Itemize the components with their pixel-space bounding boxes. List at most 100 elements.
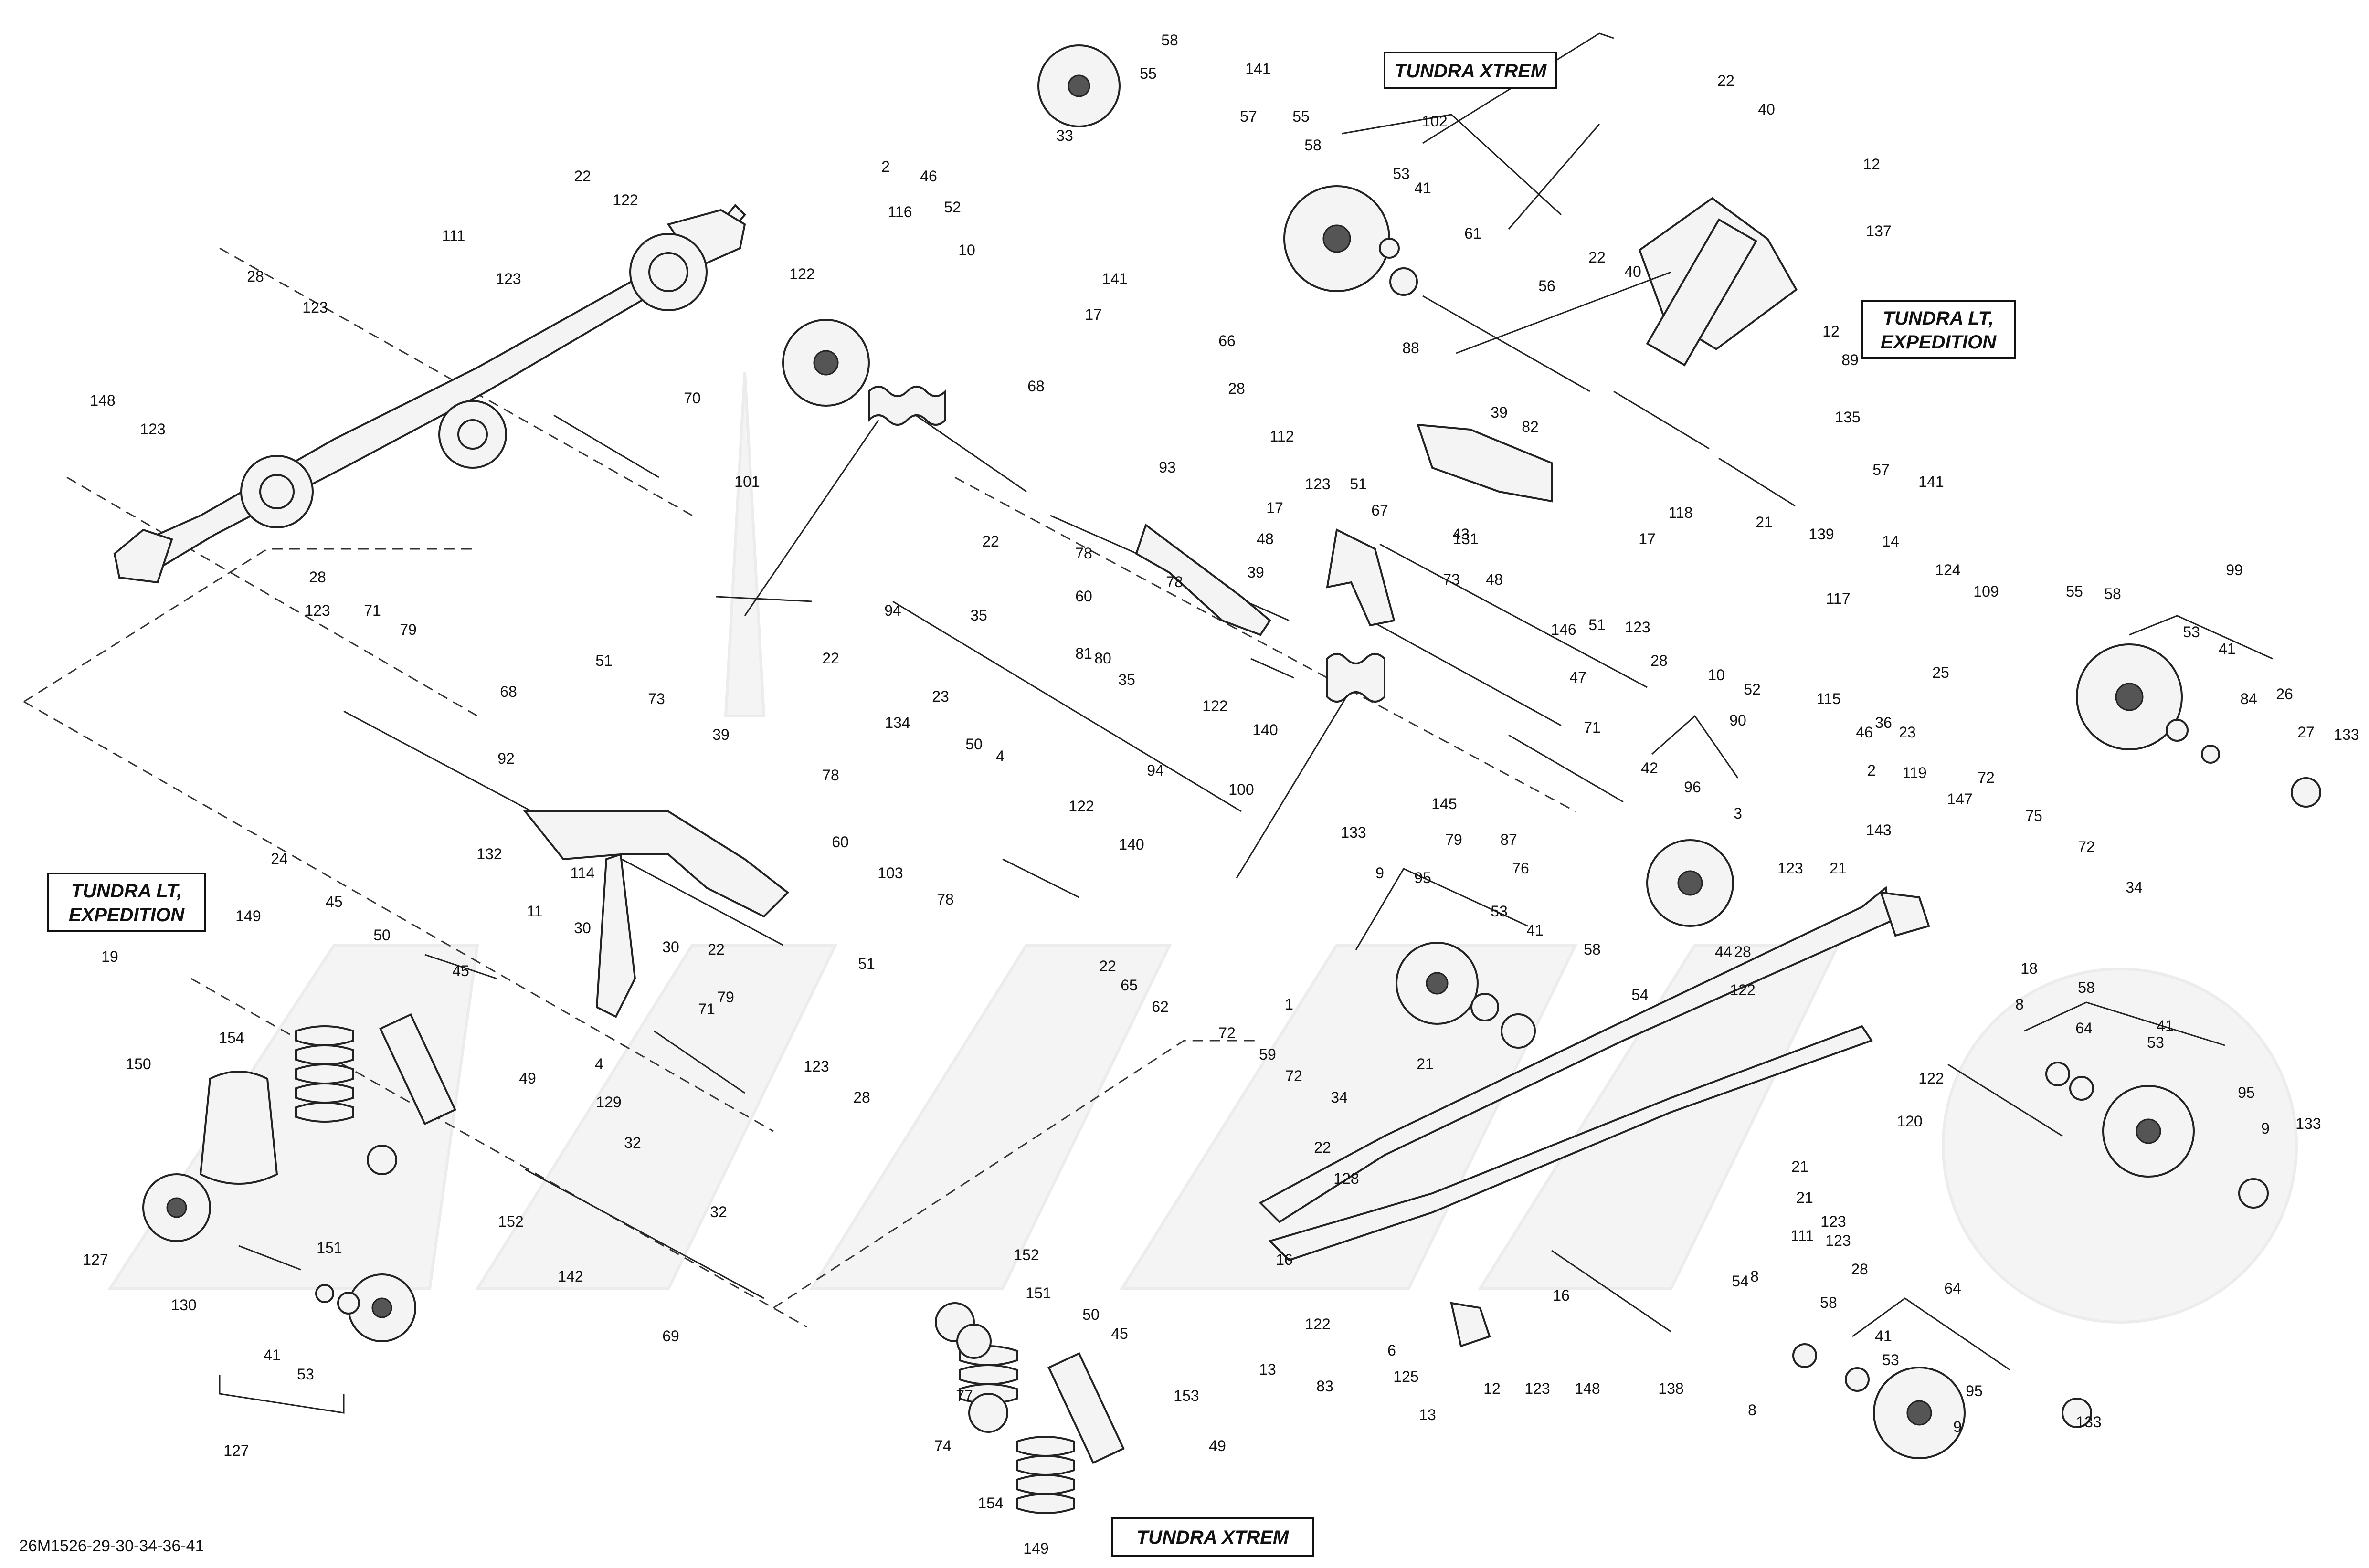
callout-21: 21 — [1756, 514, 1773, 531]
callout-152: 152 — [498, 1213, 523, 1230]
callout-109: 109 — [1973, 583, 1999, 600]
callout-73: 73 — [1443, 571, 1460, 588]
callout-124: 124 — [1935, 561, 1960, 579]
callout-12: 12 — [1822, 323, 1840, 340]
callout-53: 53 — [2147, 1034, 2164, 1051]
callout-56: 56 — [1538, 277, 1555, 295]
callout-69: 69 — [662, 1327, 679, 1345]
callout-154: 154 — [978, 1494, 1003, 1512]
callout-1: 1 — [1285, 996, 1293, 1013]
svg-text:TUNDRA LT,: TUNDRA LT, — [71, 881, 182, 902]
callout-133: 133 — [2334, 726, 2359, 743]
callout-9: 9 — [1953, 1418, 1962, 1435]
callout-122: 122 — [1305, 1315, 1330, 1333]
callout-123: 123 — [1820, 1213, 1846, 1230]
callout-76: 76 — [1512, 860, 1529, 877]
callout-60: 60 — [1075, 588, 1092, 605]
callout-2: 2 — [881, 158, 890, 175]
callout-21: 21 — [1796, 1189, 1813, 1206]
callout-42: 42 — [1641, 759, 1658, 777]
callout-133: 133 — [2076, 1413, 2101, 1431]
callout-52: 52 — [1744, 681, 1761, 698]
callout-123: 123 — [302, 299, 328, 316]
callout-127: 127 — [223, 1442, 249, 1459]
callout-30: 30 — [574, 919, 591, 937]
callout-140: 140 — [1252, 721, 1278, 738]
callout-8: 8 — [2015, 996, 2024, 1013]
callout-84: 84 — [2240, 690, 2257, 707]
callout-46: 46 — [920, 168, 937, 185]
diagram-code: 26M1526-29-30-34-36-41 — [19, 1537, 204, 1555]
callout-123: 123 — [804, 1058, 829, 1075]
svg-text:EXPEDITION: EXPEDITION — [69, 905, 185, 926]
callout-51: 51 — [858, 955, 875, 972]
callout-87: 87 — [1500, 831, 1517, 848]
callout-22: 22 — [1588, 249, 1606, 266]
callout-51: 51 — [595, 652, 613, 669]
callout-122: 122 — [789, 265, 814, 283]
callout-130: 130 — [171, 1296, 196, 1314]
callout-71: 71 — [1584, 719, 1601, 736]
callout-138: 138 — [1658, 1380, 1683, 1397]
callout-46: 46 — [1856, 724, 1873, 741]
callout-39: 39 — [1247, 564, 1264, 581]
callout-149: 149 — [235, 907, 261, 925]
callout-54: 54 — [1732, 1273, 1749, 1290]
callout-39: 39 — [712, 726, 730, 743]
callout-123: 123 — [140, 421, 165, 438]
callout-54: 54 — [1631, 986, 1649, 1003]
callout-23: 23 — [1899, 724, 1916, 741]
hardware — [315, 238, 2321, 1550]
callout-123: 123 — [1825, 1232, 1851, 1249]
callout-123: 123 — [305, 602, 330, 619]
callout-95: 95 — [1414, 869, 1431, 886]
callout-14: 14 — [1882, 533, 1899, 550]
callout-57: 57 — [1240, 108, 1257, 125]
callout-122: 122 — [1918, 1070, 1944, 1087]
callout-82: 82 — [1522, 418, 1539, 435]
callout-72: 72 — [2078, 838, 2095, 855]
callout-73: 73 — [648, 690, 665, 707]
reference-lines — [23, 247, 1576, 1328]
callout-12: 12 — [1483, 1380, 1501, 1397]
callout-28: 28 — [1734, 943, 1751, 960]
callout-141: 141 — [1918, 473, 1944, 490]
callout-45: 45 — [326, 893, 343, 910]
callout-53: 53 — [1491, 903, 1508, 920]
shafts — [238, 295, 2063, 1333]
callout-43: 43 — [1452, 526, 1470, 543]
callout-22: 22 — [982, 533, 999, 550]
callout-133: 133 — [1341, 824, 1366, 841]
callout-151: 151 — [1026, 1284, 1051, 1302]
callout-92: 92 — [497, 750, 515, 767]
callout-89: 89 — [1841, 351, 1859, 368]
svg-text:TUNDRA XTREM: TUNDRA XTREM — [1137, 1527, 1290, 1548]
callout-72: 72 — [1285, 1067, 1302, 1084]
callout-21: 21 — [1830, 860, 1847, 877]
callout-125: 125 — [1393, 1368, 1418, 1385]
callout-47: 47 — [1569, 669, 1586, 686]
callout-122: 122 — [1068, 798, 1094, 815]
callout-45: 45 — [452, 962, 469, 979]
callout-78: 78 — [1075, 545, 1092, 562]
callout-10: 10 — [1708, 666, 1725, 684]
callout-51: 51 — [1350, 475, 1367, 493]
callout-123: 123 — [1777, 860, 1803, 877]
callout-128: 128 — [1333, 1170, 1359, 1187]
callout-67: 67 — [1371, 502, 1388, 519]
callout-68: 68 — [500, 683, 517, 700]
callout-150: 150 — [126, 1055, 151, 1073]
callout-74: 74 — [934, 1437, 952, 1454]
callout-16: 16 — [1553, 1287, 1570, 1304]
callout-35: 35 — [1118, 671, 1135, 688]
callout-55: 55 — [1292, 108, 1310, 125]
callout-117: 117 — [1826, 590, 1850, 607]
callout-129: 129 — [596, 1094, 621, 1111]
callout-137: 137 — [1866, 222, 1891, 240]
callout-18: 18 — [2020, 960, 2038, 977]
callout-140: 140 — [1119, 836, 1144, 853]
left-rail — [113, 204, 746, 584]
callout-12: 12 — [1863, 156, 1880, 173]
callout-94: 94 — [1147, 762, 1164, 779]
